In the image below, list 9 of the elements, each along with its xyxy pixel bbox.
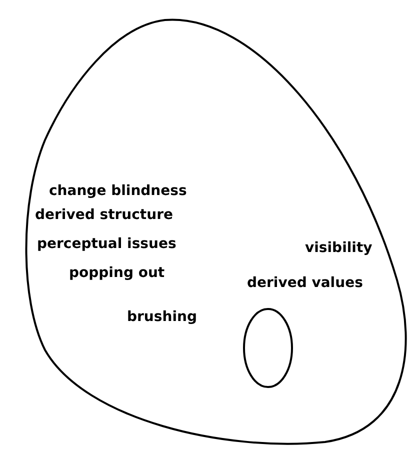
topic-label: brushing [127,308,197,326]
blob-region [25,18,405,446]
topic-label: change blindness [49,182,187,200]
topic-label: visibility [305,239,372,257]
topic-label: derived values [247,274,363,292]
oval-shape [243,308,293,388]
topic-label: perceptual issues [37,235,176,253]
topic-label: derived structure [35,206,173,224]
topic-label: popping out [69,264,165,282]
